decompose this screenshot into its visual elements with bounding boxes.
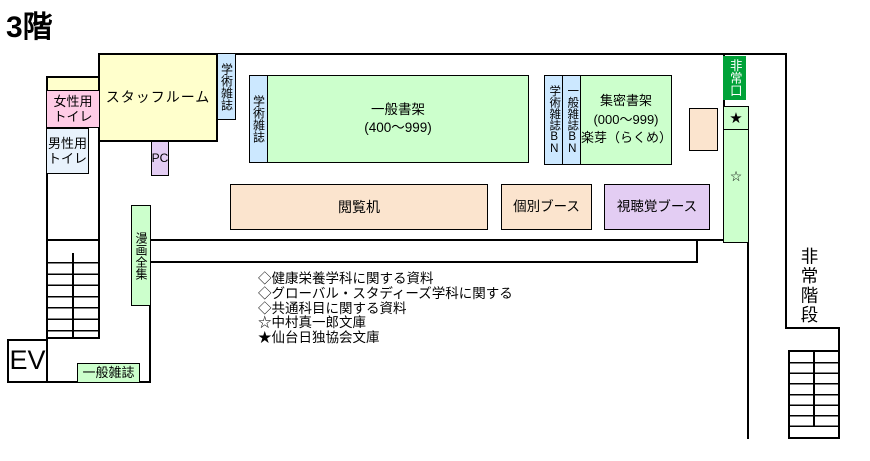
wall-outer-stair-right [838,327,840,439]
legend-item-japan-germany-collection: ★仙台日独協会文庫 [258,330,380,346]
academic-journals-shelf-a: 学術雑誌 [217,53,236,120]
staff-room-annex [46,76,100,92]
emergency-stairs-label: 非常階段 [799,247,819,325]
wall-inner-right [747,106,749,439]
wall-outline-left [46,76,48,340]
academic-journals-shelf-b: 学術雑誌 [249,75,268,163]
legend-item-health-nutrition: ◇健康栄養学科に関する資料 [258,271,434,286]
elevator: EV [7,339,48,383]
academic-journals-bn-shelf: 学術雑誌BN [544,75,563,165]
manga-collection-shelf: 漫画全集 [131,205,151,306]
pc-corner: PC [151,141,169,176]
emergency-staircase [788,350,838,439]
floor-title: 3階 [6,11,53,44]
general-shelves: 一般書架 (400～999) [267,75,529,163]
legend: ◇健康栄養学科に関する資料 ◇グローバル・スタディーズ学科に関する ◇共通科目に… [258,271,513,346]
open-star-marker: ☆ [729,168,743,184]
counter-fixture [689,108,718,151]
wall-corridor-bottom [150,261,698,263]
wall-corridor-top [150,239,749,241]
staff-room: スタッフルーム [98,53,218,142]
legend-item-common-subjects: ◇共通科目に関する資料 [258,300,407,316]
interior-staircase [46,239,100,339]
wall-outline-top [99,53,787,55]
reading-desks: 閲覧机 [230,184,488,230]
general-magazines-bn-shelf: 一般雑誌BN [562,75,581,165]
stair-midline [72,253,74,337]
legend-item-global-studies: ◇グローバル・スタディーズ学科に関する [258,285,513,301]
sendai-japan-germany-society-collection-marker: ★ [723,106,749,131]
mens-toilet: 男性用 トイレ [46,128,89,174]
emergency-exit-sign: 非常口 [723,56,746,100]
wall-corridor-joint [696,239,698,263]
wall-lobby-right [149,305,151,383]
legend-item-nakamura-collection: ☆中村真一郎文庫 [258,315,366,331]
womens-toilet: 女性用 トイレ [46,90,100,128]
audio-visual-booth: 視聴覚ブース [604,184,710,230]
stair-midline [813,352,815,427]
compact-shelves: 集密書架 (000～999) 楽芽（らくめ） [580,75,672,165]
nakamura-shinichiro-collection-shelf: ☆ [723,129,749,243]
general-magazines-shelf: 一般雑誌 [77,363,140,383]
wall-stair-landing [785,327,840,329]
individual-booth: 個別ブース [501,184,592,230]
wall-outline-right [785,53,787,329]
